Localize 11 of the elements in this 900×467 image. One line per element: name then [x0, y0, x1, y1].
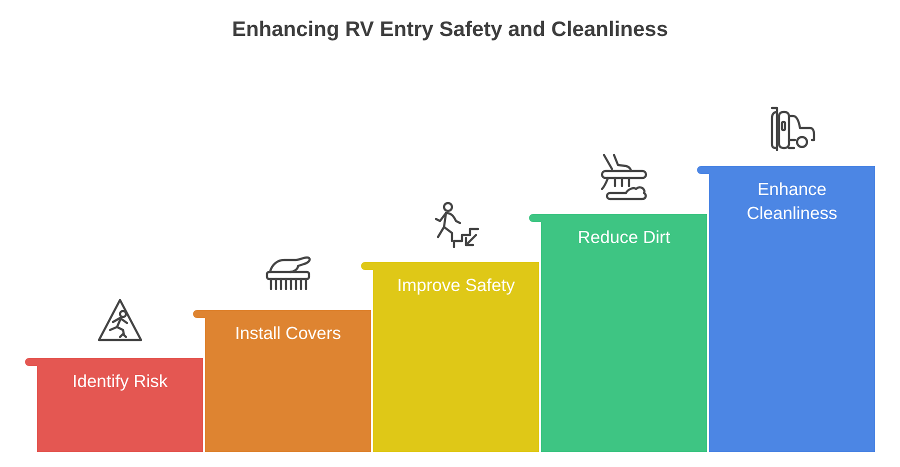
diagram-title: Enhancing RV Entry Safety and Cleanliness: [230, 17, 670, 43]
step-block: [193, 310, 371, 452]
step-label: Install Covers: [234, 322, 341, 345]
step-block: [529, 214, 707, 452]
step-label: Enhance Cleanliness: [746, 178, 838, 225]
step-label: Identify Risk: [72, 370, 168, 393]
step-block: [697, 166, 875, 452]
step-block: [25, 358, 203, 452]
step-label: Reduce Dirt: [578, 226, 670, 249]
step-label: Improve Safety: [397, 274, 515, 297]
step-block: [361, 262, 539, 452]
